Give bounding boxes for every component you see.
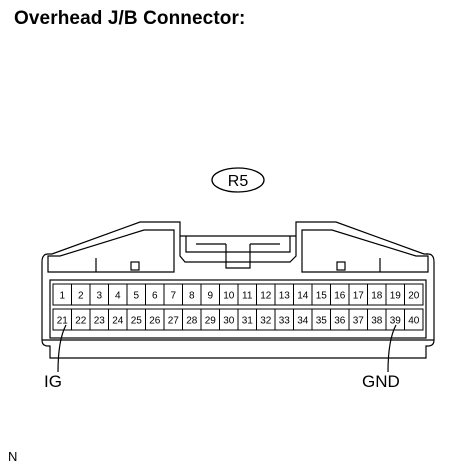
pin-19: 19 <box>385 283 405 306</box>
pin-label: 40 <box>408 316 420 327</box>
pin-34: 34 <box>293 308 313 331</box>
pin-label: 11 <box>242 291 253 302</box>
gnd-leader-line <box>387 324 397 373</box>
pin-label: 16 <box>334 291 346 302</box>
gnd-label: GND <box>362 372 400 391</box>
connector-id-badge: R5 <box>211 167 265 193</box>
ig-label: IG <box>44 372 62 391</box>
pin-label: 12 <box>260 291 272 302</box>
pin-label: 38 <box>371 316 383 327</box>
pin-label: 20 <box>408 291 420 302</box>
pin-37: 37 <box>348 308 368 331</box>
pin-12: 12 <box>256 283 276 306</box>
pin-label: 24 <box>112 316 124 327</box>
pin-label: 21 <box>57 316 69 327</box>
pin-30: 30 <box>219 308 239 331</box>
pin-label: 32 <box>260 316 272 327</box>
pin-24: 24 <box>108 308 128 331</box>
pin-2: 2 <box>71 283 91 306</box>
pin-36: 36 <box>330 308 350 331</box>
pin-label: 31 <box>242 316 254 327</box>
pin-10: 10 <box>219 283 239 306</box>
pin-label: 33 <box>279 316 291 327</box>
pin-25: 25 <box>126 308 146 331</box>
pin-label: 13 <box>279 291 291 302</box>
pin-11: 11 <box>237 283 257 306</box>
pin-14: 14 <box>293 283 313 306</box>
pin-28: 28 <box>182 308 202 331</box>
pin-label: 23 <box>94 316 106 327</box>
pin-15: 15 <box>311 283 331 306</box>
connector-housing <box>41 221 435 359</box>
pin-8: 8 <box>182 283 202 306</box>
pin-label: 36 <box>334 316 346 327</box>
pin-label: 5 <box>133 291 139 302</box>
pin-label: 18 <box>371 291 383 302</box>
pin-label: 19 <box>390 291 402 302</box>
pin-label: 2 <box>78 291 84 302</box>
pin-1: 1 <box>52 283 72 306</box>
figure-code: N <box>8 449 18 464</box>
pin-label: 3 <box>96 291 102 302</box>
pin-20: 20 <box>404 283 424 306</box>
ig-leader-line <box>57 324 67 373</box>
connector-id-label: R5 <box>228 173 249 190</box>
pin-label: 27 <box>168 316 180 327</box>
pin-3: 3 <box>89 283 109 306</box>
pin-18: 18 <box>367 283 387 306</box>
pin-label: 17 <box>353 291 365 302</box>
pin-17: 17 <box>348 283 368 306</box>
pin-4: 4 <box>108 283 128 306</box>
pin-label: 14 <box>297 291 309 302</box>
pin-label: 29 <box>205 316 217 327</box>
pin-21: 21 <box>52 308 72 331</box>
pin-9: 9 <box>200 283 220 306</box>
callout-lines <box>57 324 397 373</box>
pin-31: 31 <box>237 308 257 331</box>
pin-16: 16 <box>330 283 350 306</box>
pin-label: 25 <box>131 316 143 327</box>
pin-26: 26 <box>145 308 165 331</box>
pin-label: 34 <box>297 316 309 327</box>
pin-13: 13 <box>274 283 294 306</box>
pin-5: 5 <box>126 283 146 306</box>
pin-label: 1 <box>59 291 65 302</box>
pin-7: 7 <box>163 283 183 306</box>
pin-label: 8 <box>189 291 195 302</box>
pin-23: 23 <box>89 308 109 331</box>
pin-32: 32 <box>256 308 276 331</box>
pin-label: 28 <box>186 316 198 327</box>
pin-label: 35 <box>316 316 328 327</box>
pin-label: 30 <box>223 316 235 327</box>
pin-label: 26 <box>149 316 161 327</box>
pin-label: 10 <box>223 291 235 302</box>
pin-label: 4 <box>115 291 121 302</box>
pin-label: 37 <box>353 316 365 327</box>
pin-6: 6 <box>145 283 165 306</box>
pin-label: 6 <box>152 291 158 302</box>
pin-27: 27 <box>163 308 183 331</box>
pin-33: 33 <box>274 308 294 331</box>
pin-label: 7 <box>170 291 176 302</box>
pin-22: 22 <box>71 308 91 331</box>
pin-29: 29 <box>200 308 220 331</box>
pin-label: 15 <box>316 291 328 302</box>
pin-40: 40 <box>404 308 424 331</box>
diagram-title: Overhead J/B Connector: <box>14 8 246 29</box>
pin-label: 22 <box>75 316 87 327</box>
pin-label: 39 <box>390 316 402 327</box>
pin-38: 38 <box>367 308 387 331</box>
pin-label: 9 <box>207 291 213 302</box>
pin-35: 35 <box>311 308 331 331</box>
